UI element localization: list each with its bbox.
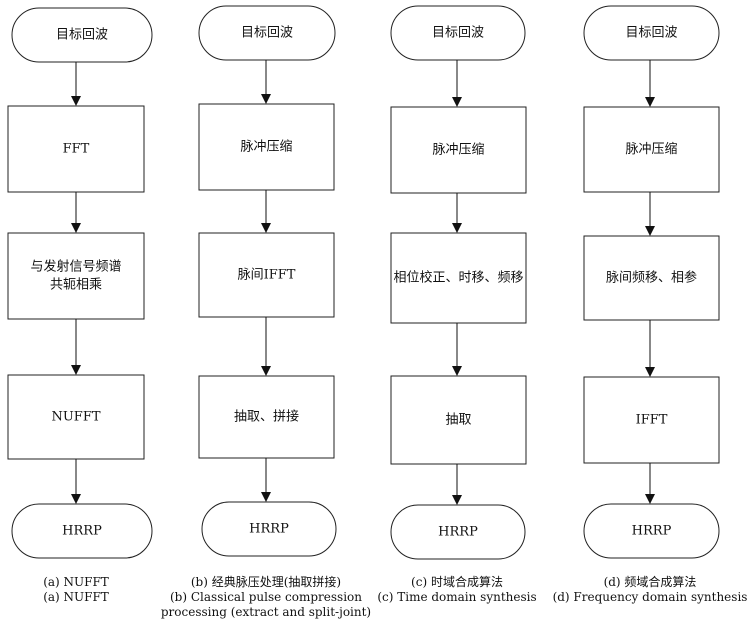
flowchart-d-caption-line: (d) Frequency domain synthesis [553, 590, 748, 604]
flowchart-d-node-4-label: HRRP [632, 524, 672, 539]
flowchart-b-node-1-label: 脉冲压缩 [240, 139, 292, 155]
flowchart-b-node-2-label: 脉间IFFT [238, 268, 296, 283]
flowchart-d-terminal-0 [583, 5, 720, 61]
flowchart-a-terminal-0 [11, 7, 153, 63]
flowchart-c-terminal-0 [390, 5, 526, 61]
flowchart-a-process-1 [7, 105, 145, 193]
flowchart-b-node-4-label: HRRP [249, 522, 289, 537]
flowchart-c-process-3 [390, 375, 527, 465]
flowchart-d-node-2-label: 脉间频移、相参 [606, 270, 697, 286]
flowchart-b-caption-line: (b) Classical pulse compression [170, 590, 362, 604]
flowchart-d-process-2 [583, 235, 720, 321]
flowchart-b-process-3 [198, 375, 335, 459]
flowchart-b-process-1 [198, 103, 335, 191]
flowchart-b-node-3-label: 抽取、拼接 [234, 409, 299, 425]
flowchart-a-node-0-label: 目标回波 [56, 28, 108, 43]
flowchart-a-node-2-label: 与发射信号频谱 [30, 259, 121, 275]
flowchart-a-node-2-label: 共轭相乘 [50, 277, 102, 293]
flowchart-d-node-1-label: 脉冲压缩 [625, 141, 677, 157]
flowchart-a-node-3-label: NUFFT [51, 410, 100, 425]
flowchart-b-terminal-0 [198, 5, 336, 61]
flowchart-c-node-2-label: 相位校正、时移、频移 [393, 270, 523, 286]
flowchart-a-caption-line: (a) NUFFT [43, 575, 109, 589]
flowchart-c-node-0-label: 目标回波 [432, 26, 484, 41]
flowchart-c-terminal-4 [390, 504, 526, 560]
flowchart-c-process-1 [390, 106, 527, 194]
flowchart-c-node-3-label: 抽取 [445, 413, 471, 428]
flowchart-a-process-2 [7, 232, 145, 320]
flowchart-c-caption-line: (c) Time domain synthesis [377, 590, 536, 604]
flowchart-d-terminal-4 [583, 503, 720, 559]
flowchart-a-caption-line: (a) NUFFT [43, 590, 109, 604]
flowchart-b-caption-line: (b) 经典脉压处理(抽取拼接) [191, 574, 341, 589]
flowchart-a-terminal-4 [11, 503, 153, 559]
flowchart-b-terminal-4 [201, 501, 337, 557]
flowchart-d-node-0-label: 目标回波 [625, 26, 677, 41]
flowchart-d-process-1 [583, 106, 720, 193]
flowchart-d-process-3 [583, 376, 720, 464]
flowchart-a-node-1-label: FFT [63, 142, 90, 157]
flowchart-c-caption-line: (c) 时域合成算法 [411, 574, 503, 589]
flowchart-a-node-4-label: HRRP [62, 524, 102, 539]
flowchart-a-process-3 [7, 374, 145, 460]
flowchart-c-process-2 [390, 232, 527, 324]
flowchart-c-node-1-label: 脉冲压缩 [432, 142, 484, 158]
flowchart-b-node-0-label: 目标回波 [241, 26, 293, 41]
flowchart-b-caption-line: processing (extract and split-joint) [161, 605, 371, 619]
flowchart-c-node-4-label: HRRP [438, 525, 478, 540]
flowchart-d-caption-line: (d) 频域合成算法 [604, 574, 697, 589]
flowchart-d-node-3-label: IFFT [636, 413, 668, 428]
